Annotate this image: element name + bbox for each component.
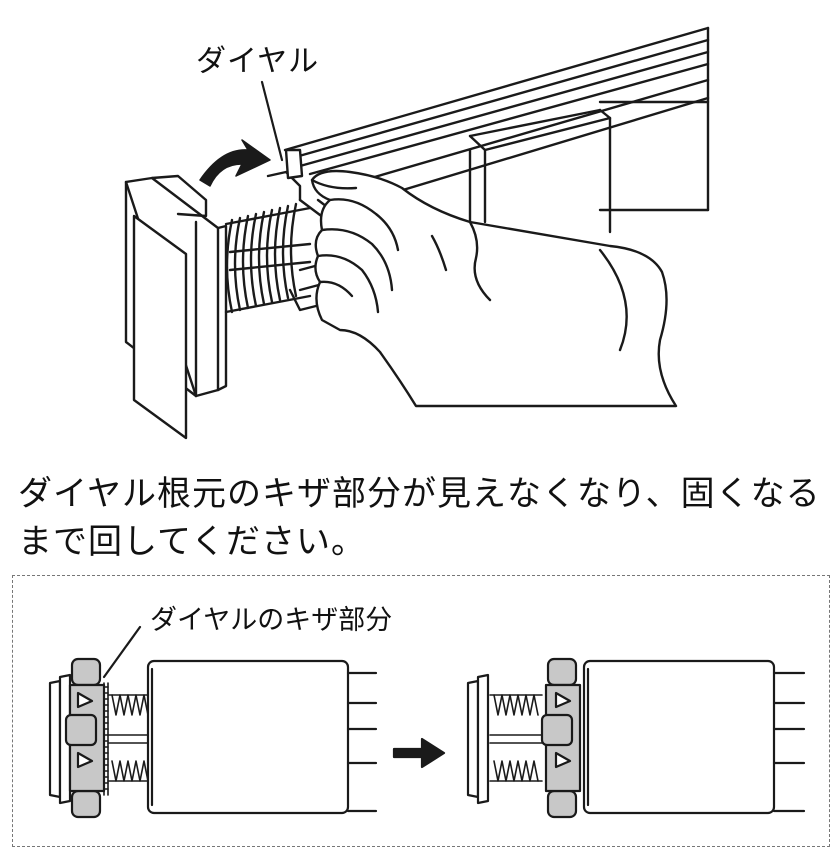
nut-bottom	[70, 789, 102, 819]
serration-callout-line	[102, 625, 142, 679]
threaded-shaft	[224, 202, 312, 314]
serration-teeth	[103, 682, 109, 796]
instruction-text: ダイヤル根元のキザ部分が見えなくなり、固くなるまで回してください。	[18, 474, 821, 562]
rail-body	[582, 659, 776, 815]
headrail	[283, 26, 710, 234]
spring-thread	[489, 694, 543, 782]
after-assembly	[466, 657, 806, 819]
nut-top	[546, 657, 578, 687]
nut-top	[70, 657, 102, 687]
rail-body	[146, 659, 350, 815]
dial-serration-label: ダイヤルのキザ部分	[150, 605, 393, 636]
dial-installation-illustration	[124, 26, 710, 440]
rotation-arrow-icon	[199, 139, 271, 187]
detail-panel	[12, 575, 830, 847]
before-after-diagram	[48, 625, 806, 819]
next-step-arrow-icon	[392, 737, 446, 769]
before-assembly	[48, 657, 378, 819]
hand	[310, 169, 678, 408]
dial-label: ダイヤル	[196, 44, 320, 79]
end-cap	[124, 174, 228, 440]
spring-thread	[107, 694, 149, 782]
dial-callout-line	[260, 80, 284, 162]
nut-bottom	[546, 789, 578, 819]
